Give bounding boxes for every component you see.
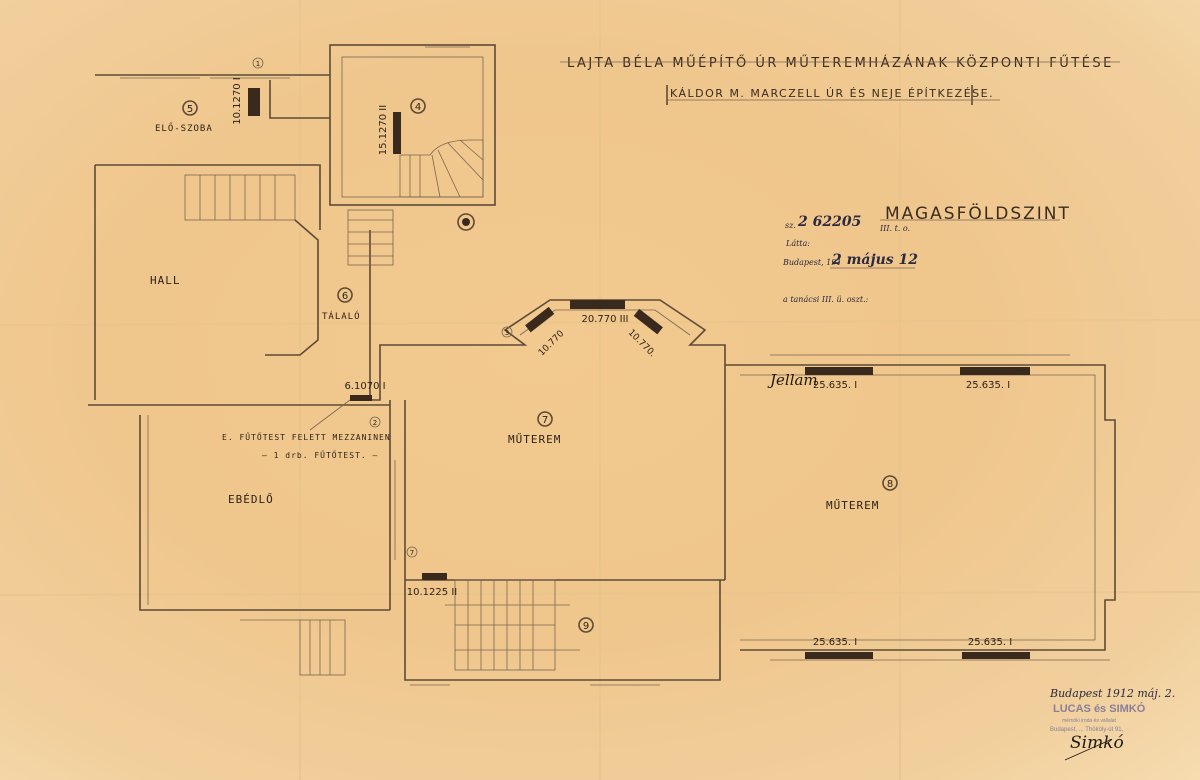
room-labels: 5 ELŐ-SZOBA 4 6 TÁLALÓ 7 MŰTEREM 8 MŰTER… <box>150 98 898 633</box>
drawing-text: 1 <box>256 60 260 68</box>
drawing-text: Budapest, ... Thököly-út 91, <box>1050 727 1124 733</box>
drawing-line <box>139 415 390 611</box>
drawing-line <box>341 56 484 198</box>
radiator-label: 25.635. I <box>813 637 857 648</box>
radiator-room5 <box>248 88 260 116</box>
radiator-label: 25.635. I <box>966 380 1010 391</box>
drawing-title: LAJTA BÉLA MŰÉPÍTŐ ÚR MŰTEREMHÁZÁNAK KÖZ… <box>567 54 1114 71</box>
room-name: EBÉDLŐ <box>228 492 274 506</box>
hall-stair-treads <box>199 175 276 220</box>
drawing-text: 4 <box>415 102 421 113</box>
drawing-text: 9 <box>583 621 589 632</box>
company-name: LUCAS és SIMKÓ <box>1053 702 1146 715</box>
drawing-line <box>404 580 721 681</box>
drawing-line <box>182 100 198 116</box>
drawing-line <box>369 416 381 428</box>
drawing-line <box>347 209 394 266</box>
drawing-line <box>406 546 418 558</box>
drawing-line <box>265 219 319 356</box>
drawing-line <box>95 164 321 230</box>
note-mezzanine: E. FŰTŐTEST FELETT MEZZANINEN <box>222 432 391 442</box>
drawing-line <box>740 374 1096 641</box>
drawing-text: 7 <box>410 549 414 557</box>
drawing-line <box>329 44 496 206</box>
radiator-label: 10.770 <box>537 329 567 359</box>
drawing-line <box>578 617 594 633</box>
radiator-label: 10.770. <box>626 328 657 359</box>
walls <box>88 44 1116 686</box>
radiator-bay-center <box>570 300 625 309</box>
room-name: ELŐ-SZOBA <box>155 123 213 134</box>
room-name: MŰTEREM <box>508 432 561 446</box>
drawing-text: 3 <box>505 329 509 337</box>
room-name: TÁLALÓ <box>322 310 361 322</box>
drawing-line <box>501 326 513 338</box>
radiator-serving <box>350 395 372 401</box>
drawing-text: 5 <box>187 104 193 115</box>
drawing-line <box>462 218 470 226</box>
approval-number: 2 62205 <box>797 214 861 230</box>
radiator-label: 10.1225 II <box>407 587 457 598</box>
level-label: MAGASFÖLDSZINT <box>885 202 1071 224</box>
drawing-line <box>437 149 461 198</box>
drawing-line <box>184 174 296 221</box>
drawing-text: 8 <box>887 479 893 490</box>
drawing-line <box>390 299 726 580</box>
drawing-line <box>337 287 353 303</box>
radiator-label: 25.635. I <box>813 380 857 391</box>
radiator-label: 6.1070 I <box>344 381 385 392</box>
note-radiator-count: — 1 drb. FŰTŐTEST. — <box>262 450 378 460</box>
inspector-signature: Jellam <box>767 371 818 389</box>
drawing-text: Látta: <box>785 239 810 248</box>
drawing-text: mérnöki iroda és vállalat <box>1062 718 1117 724</box>
drawing-line <box>299 619 346 676</box>
notes: E. FŰTŐTEST FELETT MEZZANINEN — 1 drb. F… <box>222 57 513 558</box>
radiator-room4 <box>393 112 401 154</box>
drawing-text: 2 <box>373 419 377 427</box>
drawing-line <box>269 80 330 119</box>
drawing-line <box>882 475 898 491</box>
radiator-label: 10.1270 I <box>232 77 243 124</box>
drawing-line <box>252 57 264 69</box>
radiator-studio8-4 <box>962 652 1030 659</box>
drawing-line <box>369 230 390 401</box>
radiator-studio8-1 <box>805 367 873 375</box>
radiator-studio8-2 <box>960 367 1030 375</box>
drawing-text: 7 <box>542 415 548 426</box>
footer-date: Budapest 1912 máj. 2. <box>1049 687 1175 700</box>
drawing-text: III. t. o. <box>879 224 910 233</box>
radiator-label: 15.1270 II <box>378 105 389 155</box>
drawing-line <box>459 139 484 161</box>
company-stamp: Budapest 1912 máj. 2. LUCAS és SIMKÓ mér… <box>1049 687 1175 761</box>
drawing-line <box>431 154 441 198</box>
radiators: 10.1270 I 15.1270 II 6.1070 I 10.770 20.… <box>232 77 1030 659</box>
drawing-line <box>457 213 475 231</box>
drawing-line <box>447 142 484 181</box>
room-name: HALL <box>150 274 181 287</box>
drawing-line <box>537 411 553 427</box>
radiator-label: 25.635. I <box>968 637 1012 648</box>
drawing-line <box>309 399 351 431</box>
radiator-studio8-3 <box>805 652 873 659</box>
drawing-line <box>1064 739 1111 761</box>
approval-stamp: sz. 2 62205 III. t. o. Látta: Budapest, … <box>782 214 918 304</box>
radiator-stair <box>422 573 447 580</box>
drawing-line <box>399 139 484 198</box>
footer-signature: Simkó <box>1070 733 1124 753</box>
radiator-bay-right <box>633 308 663 335</box>
radiator-bay-left <box>525 306 555 333</box>
drawing-text: sz. <box>785 221 796 230</box>
drawing-text: a tanácsi III. ü. oszt.: <box>783 295 869 304</box>
drawing-line <box>410 98 426 114</box>
approval-date: 2 május 12 <box>831 252 918 268</box>
drawing-text: 6 <box>342 291 348 302</box>
room-name: MŰTEREM <box>826 498 879 512</box>
drawing-subtitle: KÁLDOR M. MARCZELL ÚR ÉS NEJE ÉPÍTKEZÉSE… <box>670 87 994 100</box>
radiator-label: 20.770 III <box>581 314 628 325</box>
drawing-text: Budapest, 191 <box>782 258 841 267</box>
drawing-line <box>725 364 1116 651</box>
main-stair-treads <box>455 580 555 670</box>
